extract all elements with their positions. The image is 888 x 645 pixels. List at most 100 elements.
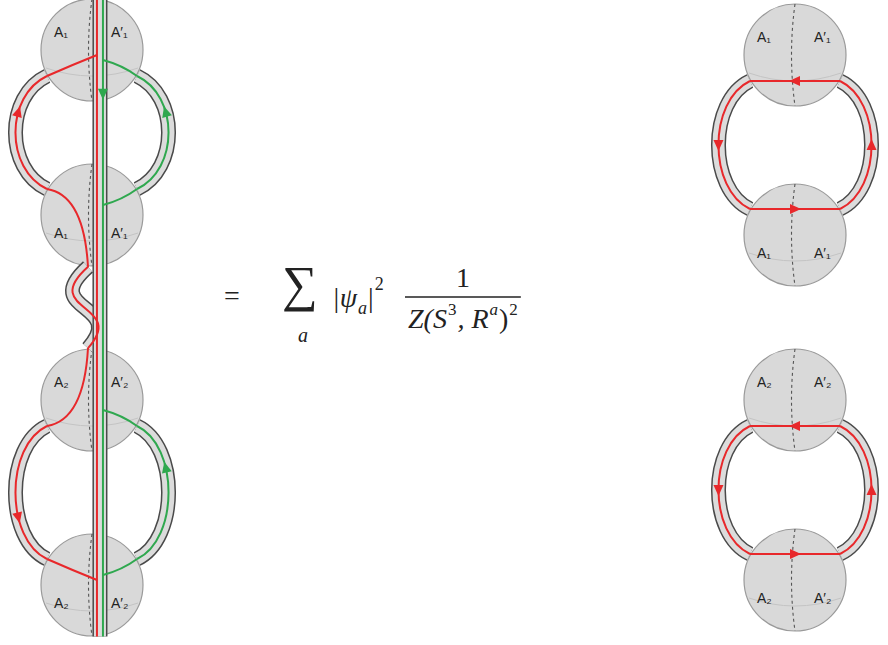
- region-label: A₂: [757, 590, 772, 606]
- sphere-equator: [46, 68, 138, 76]
- loop-arrow: [713, 140, 723, 151]
- dividing-line: [792, 349, 796, 451]
- sphere-shape: [743, 3, 847, 107]
- tube-outline: [15, 76, 47, 189]
- loop-curve: [15, 76, 47, 189]
- sphere-shape: [743, 183, 847, 287]
- tube-outline: [840, 426, 872, 554]
- sphere-body: [41, 349, 143, 451]
- handle-tube: [718, 426, 750, 554]
- tube-outline: [137, 76, 169, 189]
- loop-arrow: [98, 89, 108, 100]
- sphere-body: [744, 4, 846, 106]
- loop-arrow: [12, 511, 22, 523]
- dividing-line: [89, 534, 93, 636]
- sphere-shape: [40, 348, 144, 452]
- dividing-line: [792, 529, 796, 631]
- dividing-line: [89, 349, 93, 451]
- dividing-line: [89, 0, 93, 101]
- handle-tube: [137, 76, 169, 189]
- sphere-body: [744, 349, 846, 451]
- sphere: A₁ A′₁: [743, 3, 847, 107]
- formula-term: |ψ: [332, 282, 357, 314]
- handle-tube: [137, 426, 169, 559]
- formula-term: Z(S: [408, 303, 447, 335]
- sphere: A₂ A′₂: [40, 533, 144, 637]
- region-label: A₁: [757, 245, 771, 261]
- handle-tube: [99, 0, 100, 636]
- sphere: A₂ A′₂: [743, 528, 847, 632]
- loop-arrow: [162, 462, 172, 474]
- region-label: A′₁: [111, 24, 128, 40]
- region-label: A′₁: [814, 29, 831, 45]
- sphere-shape: [40, 163, 144, 267]
- region-label: A′₂: [814, 374, 831, 390]
- handle-tube: [15, 426, 47, 559]
- sphere-body: [41, 164, 143, 266]
- tube-body: [137, 76, 169, 189]
- formula-term: , R: [457, 303, 488, 335]
- dividing-line: [792, 184, 796, 286]
- region-label: A′₂: [111, 374, 128, 390]
- loop-curve: [840, 426, 872, 554]
- loop-arrow: [12, 106, 22, 118]
- tube-body: [137, 426, 169, 559]
- loop-curves: [12, 0, 876, 636]
- formula-term: a: [358, 298, 367, 319]
- loop-curve: [96, 0, 98, 636]
- formula-term: ∑: [282, 256, 318, 314]
- sphere-body: [744, 184, 846, 286]
- loop-arrow: [713, 485, 723, 496]
- formula-term: a: [298, 324, 308, 347]
- tube-outline: [840, 81, 872, 209]
- region-label: A₂: [757, 374, 772, 390]
- tube-body: [718, 81, 750, 209]
- sphere-shape: [40, 0, 144, 102]
- tube-outline: [15, 426, 47, 559]
- formula-term: 1: [456, 262, 470, 294]
- sphere-shape: [743, 528, 847, 632]
- region-label: A₂: [54, 374, 69, 390]
- region-label: A′₂: [111, 595, 128, 611]
- loop-arrow: [867, 484, 877, 495]
- sphere-body: [41, 534, 143, 636]
- formula-term: |: [368, 282, 374, 314]
- tube-body: [15, 76, 47, 189]
- sphere: A₁A′₁: [40, 163, 144, 267]
- tube-body: [840, 81, 872, 209]
- formula-term: ): [499, 303, 508, 335]
- tube-body: [718, 426, 750, 554]
- handle-tube: [840, 81, 872, 209]
- sphere-equator: [46, 418, 138, 426]
- region-label: A′₂: [814, 590, 831, 606]
- formula-term: 3: [448, 300, 457, 320]
- loop-curve: [718, 426, 750, 554]
- loop-curve: [137, 426, 169, 559]
- dividing-line: [792, 4, 796, 106]
- tube-body: [15, 426, 47, 559]
- formula-term: =: [224, 280, 240, 312]
- fraction-bar: [405, 296, 521, 298]
- sphere-body: [744, 529, 846, 631]
- formula-term: 2: [375, 274, 384, 295]
- region-label: A₁: [54, 225, 68, 241]
- loop-arrow: [162, 106, 172, 118]
- sphere: A₂ A′₂: [40, 348, 144, 452]
- tube-body: [840, 426, 872, 554]
- loop-arrow: [867, 139, 877, 150]
- region-label: A₁: [757, 29, 771, 45]
- sphere-shape: [40, 533, 144, 637]
- dividing-line: [89, 164, 93, 266]
- sphere: A₁ A′₁: [743, 183, 847, 287]
- region-label: A₂: [54, 595, 69, 611]
- region-label: A₁: [54, 24, 68, 40]
- loop-curve: [137, 76, 169, 189]
- sphere-equator: [749, 418, 841, 426]
- region-label: A′₁: [814, 245, 831, 261]
- sphere-shape: [743, 348, 847, 452]
- loop-curve: [72, 267, 98, 348]
- sphere: A₂ A′₂: [743, 348, 847, 452]
- handle-tube: [15, 76, 47, 189]
- tube-outline: [137, 426, 169, 559]
